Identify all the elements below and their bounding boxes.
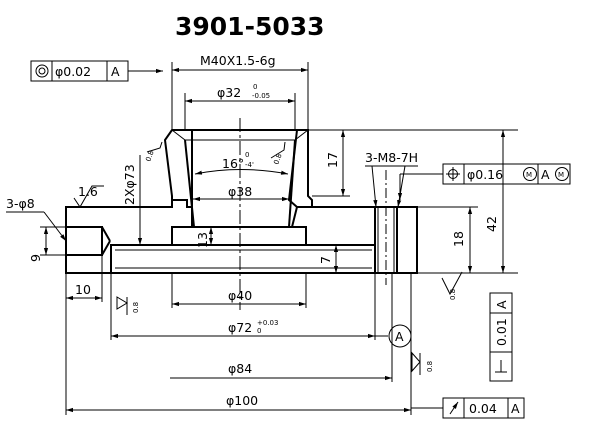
thread-dimension: M40X1.5-6g [171, 53, 309, 130]
roughness-16-label: 1.6 [78, 184, 98, 199]
d72-upper-tol: +0.03 [257, 319, 278, 327]
chamfer-right: 0.8 [272, 152, 283, 165]
datum-a: A [375, 324, 412, 348]
h7-label: 7 [318, 256, 333, 264]
mmc-datum-icon [555, 167, 569, 181]
roughness-08-left: 0.8 [116, 296, 140, 315]
h18-label: 18 [451, 231, 466, 247]
d32-upper-tol: 0 [253, 83, 257, 91]
drawing-title: 3901-5033 [175, 12, 325, 41]
roughness-08-lower-right: 0.8 [411, 351, 434, 375]
d32-dimension: φ32 0 -0.05 [184, 83, 296, 130]
h17-dimension: 17 [308, 129, 350, 197]
w10-dimension: 10 [65, 255, 103, 302]
d38-label: φ38 [228, 184, 252, 199]
roughness-symbol-left-cone [146, 141, 163, 153]
d100-dimension: φ100 [65, 273, 412, 415]
d72-lower-tol: 0 [257, 327, 261, 335]
d72-label: φ72 [228, 320, 252, 335]
roughness-08-left-label: 0.8 [132, 302, 140, 313]
h42-label: 42 [484, 216, 499, 232]
h9-dimension: 9 [28, 226, 66, 262]
right-control-frame: φ0.16 M A M [397, 163, 571, 200]
vertical-control-frame: A 0.01 [489, 292, 513, 382]
concentricity-icon [35, 64, 49, 78]
d72-dimension: φ72 +0.03 0 [110, 273, 376, 340]
thread-label: M40X1.5-6g [200, 53, 276, 68]
chamfer-left: 0.8 [144, 149, 155, 162]
roughness-08-right-label: 0.8 [449, 289, 457, 300]
roughness-16: 1.6 [73, 184, 104, 208]
w10-label: 10 [75, 282, 91, 297]
h7-dimension: 7 [318, 245, 339, 273]
svg-text:M: M [526, 171, 532, 179]
angle-lower-tol: -4' [245, 161, 254, 169]
bottom-control-frame: 0.04 A [411, 397, 525, 419]
bottom-frame-tolerance: 0.04 [469, 401, 497, 416]
d84-dimension: φ84 [170, 273, 393, 382]
angle-upper-tol: 0 [245, 151, 249, 159]
vertical-frame-datum: A [494, 300, 509, 309]
d38-dimension: φ38 [193, 184, 289, 202]
top-control-frame: φ0.02 A [30, 60, 163, 82]
right-frame-datum: A [541, 167, 550, 182]
h42-dimension: 42 [308, 129, 518, 274]
bolt-circle-dimension: 2Xφ73 [122, 155, 143, 245]
h9-label: 9 [28, 254, 43, 262]
roughness-08-right: 0.8 [441, 271, 463, 300]
right-frame-tolerance: φ0.16 [467, 167, 503, 182]
h18-dimension: 18 [417, 206, 478, 273]
d100-label: φ100 [226, 393, 258, 408]
d84-label: φ84 [228, 361, 252, 376]
roughness-symbol-right-cone [270, 141, 286, 159]
top-frame-tolerance: φ0.02 [55, 64, 91, 79]
d40-label: φ40 [228, 288, 252, 303]
vertical-frame-tolerance: 0.01 [494, 318, 509, 346]
datum-a-label: A [395, 329, 404, 344]
h13-dimension: 13 [195, 227, 214, 248]
d32-label: φ32 [217, 85, 241, 100]
mmc-icon [523, 167, 537, 181]
threaded-holes-leader: 3-M8-7H [365, 150, 418, 208]
h17-label: 17 [325, 152, 340, 168]
holes-leader: 3-φ8 [6, 196, 67, 242]
d40-dimension: φ40 [171, 273, 307, 308]
concentricity-icon-inner [38, 67, 46, 75]
part-section [65, 129, 418, 274]
bottom-frame-datum: A [511, 401, 520, 416]
runout-icon [449, 401, 459, 415]
angle-dimension: 16° 0 -4' [194, 151, 289, 175]
perpendicularity-icon [495, 360, 507, 373]
svg-text:M: M [558, 171, 564, 179]
threaded-holes-label: 3-M8-7H [365, 150, 418, 165]
top-frame-datum: A [111, 64, 120, 79]
h13-label: 13 [195, 232, 210, 248]
holes-label: 3-φ8 [6, 196, 35, 211]
angle-label: 16° [222, 156, 244, 171]
d32-lower-tol: -0.05 [252, 92, 270, 100]
bolt-circle-label: 2Xφ73 [122, 164, 137, 205]
roughness-08-lower-right-label: 0.8 [426, 361, 434, 372]
